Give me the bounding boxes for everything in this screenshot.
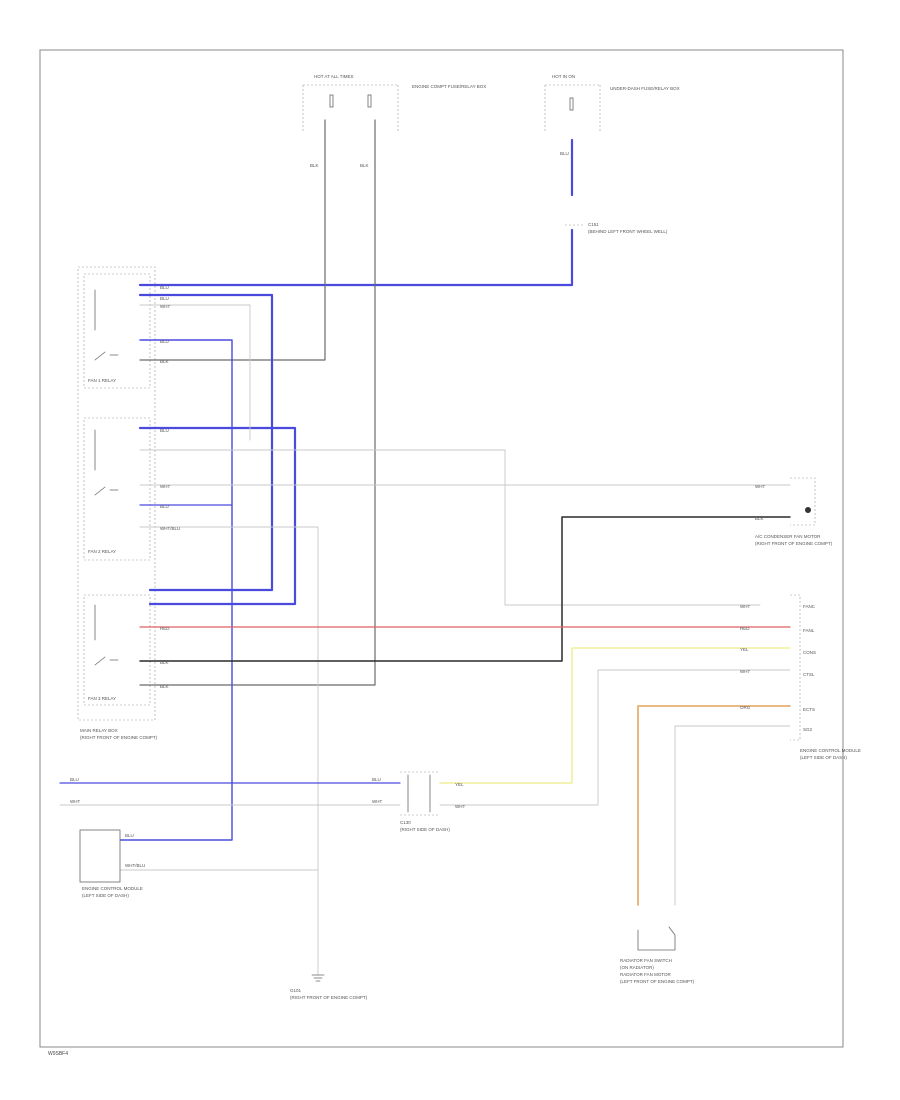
fuse-block-left-label: HOT AT ALL TIMES — [314, 74, 354, 79]
wire-label-blu-3: BLU — [160, 339, 169, 344]
junction-desc: (RIGHT SIDE OF DASH) — [400, 827, 450, 832]
relay-box-location: (RIGHT FRONT OF ENGINE COMPT) — [80, 735, 158, 740]
fuse-block-left: HOT AT ALL TIMES ENGINE COMPT FUSE/RELAY… — [302, 74, 486, 133]
wire-label-yel: YEL — [740, 647, 749, 652]
wire-label-wht-in: WHT — [70, 799, 80, 804]
wire-label-wht-blu: WHT/BLU — [160, 526, 180, 531]
wire-label-wht-2: WHT — [160, 484, 170, 489]
radiator-fan-switch: RADIATOR FAN SWITCH (ON RADIATOR) RADIAT… — [620, 926, 695, 984]
fan-relay-3-label: FAN 3 RELAY — [88, 696, 116, 701]
condenser-fan-desc: (RIGHT FRONT OF ENGINE COMPT) — [755, 541, 833, 546]
wire-label-blu-1: BLU — [160, 285, 169, 290]
connector-c151-label: C151 — [588, 222, 599, 227]
ecm-label: ENGINE CONTROL MODULE — [82, 886, 143, 891]
wire-blue-loop-2 — [138, 426, 297, 606]
wire-label-wht-j: WHT — [372, 799, 382, 804]
wire-label-red: RED — [160, 626, 170, 631]
connector-c151: C151 (BEHIND LEFT FRONT WHEEL WELL) — [565, 222, 668, 234]
ecm-pin-f: SG2 — [803, 727, 813, 732]
wire-label-blk-5: BLK — [160, 684, 169, 689]
ecm-pin-e: ECTS — [803, 707, 815, 712]
footer-code: W9SBF4 — [48, 1051, 68, 1057]
fuse-block-right: HOT IN ON UNDER-DASH FUSE/RELAY BOX — [544, 74, 680, 133]
wire-dark-condenser — [139, 516, 791, 662]
ecm-pin-a: FANC — [803, 604, 816, 609]
wire-label-blk-4: BLK — [160, 660, 169, 665]
condenser-fan-label: A/C CONDENSER FAN MOTOR — [755, 534, 821, 539]
wire-light-2 — [139, 449, 761, 606]
wire-yellow — [439, 647, 791, 784]
wire-gray-switch — [674, 725, 791, 906]
wire-label-blu-5: BLU — [160, 504, 169, 509]
wire-label-wht-3: WHT — [755, 484, 765, 489]
fan-relay-2-label: FAN 2 RELAY — [88, 549, 116, 554]
ecm-right-desc: (LEFT SIDE OF DASH) — [800, 755, 847, 760]
ecm-pin-d: CTSL — [803, 672, 815, 677]
fan-relay-1-label: FAN 1 RELAY — [88, 378, 116, 383]
diagram-frame — [39, 49, 844, 1048]
wire-label-org: ORG — [740, 705, 751, 710]
ground-label: G101 — [290, 988, 302, 993]
wire-label-blk-6: BLK — [755, 516, 764, 521]
wire-blue-loop-1 — [138, 293, 274, 592]
wire-label-blk-2: BLK — [360, 163, 369, 168]
wire-label-yel-j: YEL — [455, 782, 464, 787]
ecm-desc: (LEFT SIDE OF DASH) — [82, 893, 129, 898]
wire-label-blk-3: BLK — [160, 359, 169, 364]
wire-blue-top — [138, 138, 574, 287]
ground-desc: (RIGHT FRONT OF ENGINE COMPT) — [290, 995, 368, 1000]
fuse-block-right-label: HOT IN ON — [552, 74, 575, 79]
ecm-pin-c: CONS — [803, 650, 816, 655]
wire-light-1 — [139, 304, 251, 441]
wire-blue-relay1-out — [119, 339, 233, 841]
ecm-right-label: ENGINE CONTROL MODULE — [800, 748, 861, 753]
relay-box: FAN 1 RELAY FAN 2 RELAY FAN 3 RELAY MAIN… — [77, 266, 158, 740]
ecm-connector: FANC FANL CONS CTSL ECTS SG2 ENGINE CONT… — [790, 594, 861, 760]
wire-label-blu-j: BLU — [372, 777, 381, 782]
radiator-switch-desc: (ON RADIATOR) — [620, 965, 654, 970]
radiator-fan-label: RADIATOR FAN MOTOR — [620, 972, 672, 977]
wire-label-blu-ecm: BLU — [125, 833, 134, 838]
wire-label-blk-1: BLK — [310, 163, 319, 168]
wire-label-wht-j2: WHT — [455, 804, 465, 809]
wire-label-red-2: RED — [740, 626, 750, 631]
connector-c151-desc: (BEHIND LEFT FRONT WHEEL WELL) — [588, 229, 668, 234]
wire-label-wht-4: WHT — [740, 604, 750, 609]
ecm-pin-b: FANL — [803, 628, 815, 633]
wire-light-ecm — [439, 669, 791, 806]
wire-label-blu-4: BLU — [160, 428, 169, 433]
junction-label: C130 — [400, 820, 411, 825]
wire-orange — [637, 705, 791, 906]
fuse-block-left-desc: ENGINE COMPT FUSE/RELAY BOX — [412, 84, 486, 89]
wire-label-wht-5: WHT — [740, 669, 750, 674]
condenser-fan-motor: A/C CONDENSER FAN MOTOR (RIGHT FRONT OF … — [755, 477, 833, 546]
wire-label-blu-top: BLU — [560, 151, 569, 156]
relay-box-label: MAIN RELAY BOX — [80, 728, 118, 733]
wire-label-wht-blu-ecm: WHT/BLU — [125, 863, 145, 868]
wire-gray-1 — [139, 119, 326, 361]
wire-label-blu-2: BLU — [160, 296, 169, 301]
ground-g101: G101 (RIGHT FRONT OF ENGINE COMPT) — [290, 974, 368, 1000]
fuse-block-right-desc: UNDER-DASH FUSE/RELAY BOX — [610, 86, 680, 91]
wire-label-wht-1: WHT — [160, 304, 170, 309]
wire-label-blu-in: BLU — [70, 777, 79, 782]
wire-gray-2 — [139, 119, 376, 686]
radiator-switch-label: RADIATOR FAN SWITCH — [620, 958, 672, 963]
junction-c130: C130 (RIGHT SIDE OF DASH) — [400, 771, 450, 832]
radiator-fan-desc: (LEFT FRONT OF ENGINE COMPT) — [620, 979, 695, 984]
engine-control-module: ENGINE CONTROL MODULE (LEFT SIDE OF DASH… — [79, 829, 143, 898]
wire-light-4 — [139, 526, 319, 871]
